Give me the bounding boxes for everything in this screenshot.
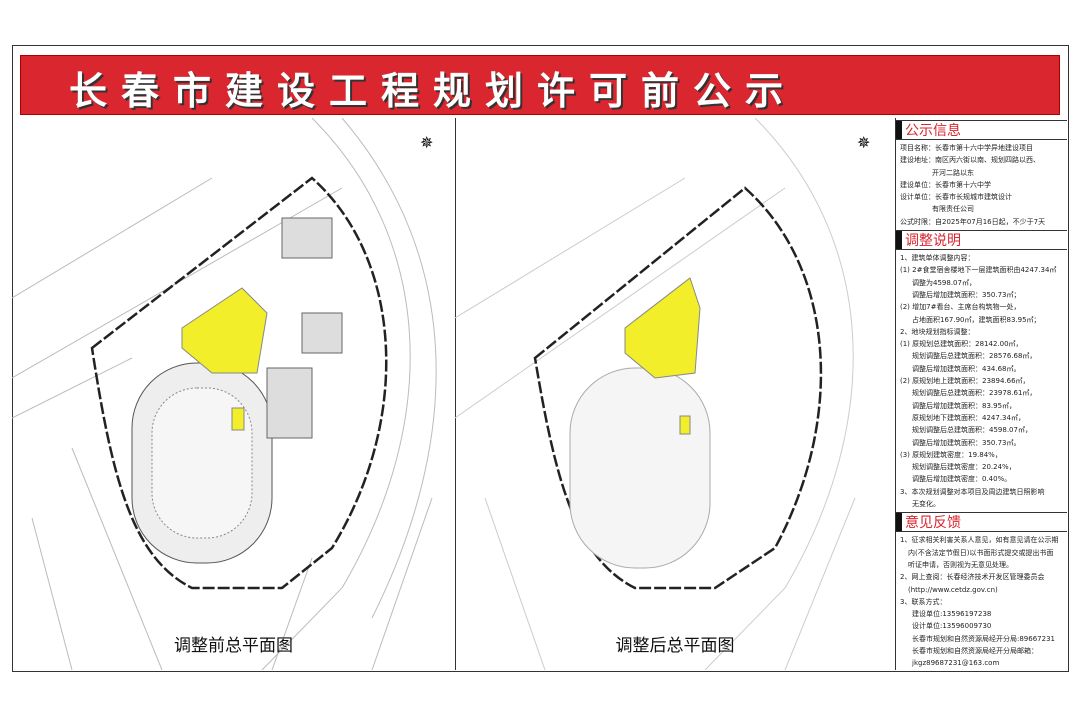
title-banner: 长春市建设工程规划许可前公示 bbox=[20, 55, 1060, 115]
adjust-line: 规划调整后总建筑面积：28576.68㎡， bbox=[912, 352, 1037, 361]
website-link[interactable]: (http://www.cetdz.gov.cn) bbox=[908, 585, 998, 594]
info-line: 建设地址：南区丙六街以南、规划四路以西、 bbox=[900, 156, 1040, 165]
feedback-line: 内(不含法定节假日)以书面形式提交或提出书面 bbox=[908, 548, 1054, 557]
adjust-line: (2) 增加7#看台、主席台构筑物一处， bbox=[900, 303, 1021, 312]
adjust-line: 调整为4598.07㎡， bbox=[912, 278, 976, 287]
adjust-line: (1) 原规划总建筑面积：28142.00㎡， bbox=[900, 340, 1023, 349]
site-plan-before: ✵ 调整前总平面图 bbox=[11, 117, 456, 671]
adjust-line: 1、建筑单体调整内容： bbox=[900, 254, 975, 263]
adjust-line: 规划调整后建筑密度：20.24%， bbox=[912, 463, 1016, 472]
adjust-line: 调整后增加建筑面积：350.73㎡； bbox=[912, 290, 1021, 299]
feedback-line: 2、网上查阅：长春经济技术开发区管理委员会 bbox=[900, 573, 1045, 582]
adjust-line: 2、地块规划指标调整： bbox=[900, 327, 975, 336]
info-line: 公式时限：自2025年07月16日起，不少于7天 bbox=[900, 217, 1046, 226]
publicity-heading: 公示信息 bbox=[896, 120, 1067, 140]
adjust-line: 调整后增加建筑面积：83.95㎡， bbox=[912, 401, 1017, 410]
adjust-line: 调整后增加建筑面积：434.68㎡。 bbox=[912, 364, 1021, 373]
feedback-line: 长春市规划和自然资源局经开分局:89667231 bbox=[912, 634, 1055, 643]
adjust-line: (1) 2#食堂宿舍楼地下一层建筑面积由4247.34㎡ bbox=[900, 266, 1057, 275]
adjust-line: 无变化。 bbox=[912, 500, 940, 509]
after-caption: 调整后总平面图 bbox=[615, 636, 735, 656]
email-link[interactable]: jkgz89687231@163.com bbox=[912, 659, 1000, 668]
site-plan-before-drawing: ✵ bbox=[11, 117, 437, 671]
feedback-line: 1、征求相关利害关系人意见，如有意见请在公示期 bbox=[900, 536, 1059, 545]
before-caption: 调整前总平面图 bbox=[174, 636, 293, 656]
adjust-heading: 调整说明 bbox=[896, 230, 1067, 251]
feedback-line: 3、联系方式： bbox=[900, 597, 947, 606]
adjust-line: 调整后增加建筑密度：0.40%。 bbox=[912, 475, 1012, 484]
north-arrow-icon: ✵ bbox=[857, 133, 870, 152]
adjust-line: (2) 原规划地上建筑面积：23894.66㎡， bbox=[900, 377, 1030, 386]
info-line: 有限责任公司 bbox=[932, 205, 974, 214]
feedback-line: 听证申请，否则视为无意见处理。 bbox=[908, 560, 1013, 569]
adjust-line: 3、本次规划调整对本项目及周边建筑日照影响 bbox=[900, 487, 1045, 496]
adjust-line: 调整后增加建筑面积：350.73㎡。 bbox=[912, 438, 1021, 447]
adjust-line: (3) 原规划建筑密度：19.84%， bbox=[900, 450, 1002, 459]
info-line: 建设单位：长春市第十六中学 bbox=[900, 180, 991, 189]
adjust-line: 原规划地下建筑面积：4247.34㎡， bbox=[912, 413, 1025, 422]
info-panel: 公示信息 项目名称：长春市第十六中学异地建设项目 建设地址：南区丙六街以南、规划… bbox=[896, 118, 1067, 670]
feedback-line: 建设单位:13596197238 bbox=[912, 610, 992, 619]
poster-frame bbox=[12, 45, 1069, 672]
adjust-line: 规划调整后总建筑面积：4598.07㎡， bbox=[912, 426, 1032, 435]
site-plan-after-drawing: ✵ bbox=[454, 117, 870, 671]
adjust-line: 规划调整后总建筑面积：23978.61㎡， bbox=[912, 389, 1037, 398]
feedback-line: 长春市规划和自然资源局经开分局邮箱： bbox=[912, 646, 1038, 655]
adjust-line: 占地面积167.90㎡，建筑面积83.95㎡； bbox=[912, 315, 1041, 324]
info-line: 设计单位：长春市长规城市建筑设计 bbox=[900, 193, 1012, 202]
feedback-line: 设计单位:13596009730 bbox=[912, 622, 992, 631]
feedback-heading: 意见反馈 bbox=[896, 512, 1067, 533]
info-line: 项目名称：长春市第十六中学异地建设项目 bbox=[900, 144, 1033, 152]
site-plan-after: ✵ 调整后总平面图 bbox=[454, 117, 896, 671]
north-arrow-icon: ✵ bbox=[420, 133, 433, 152]
page-title: 长春市建设工程规划许可前公示 bbox=[69, 68, 798, 113]
info-line: 开河二路以东 bbox=[932, 168, 974, 177]
